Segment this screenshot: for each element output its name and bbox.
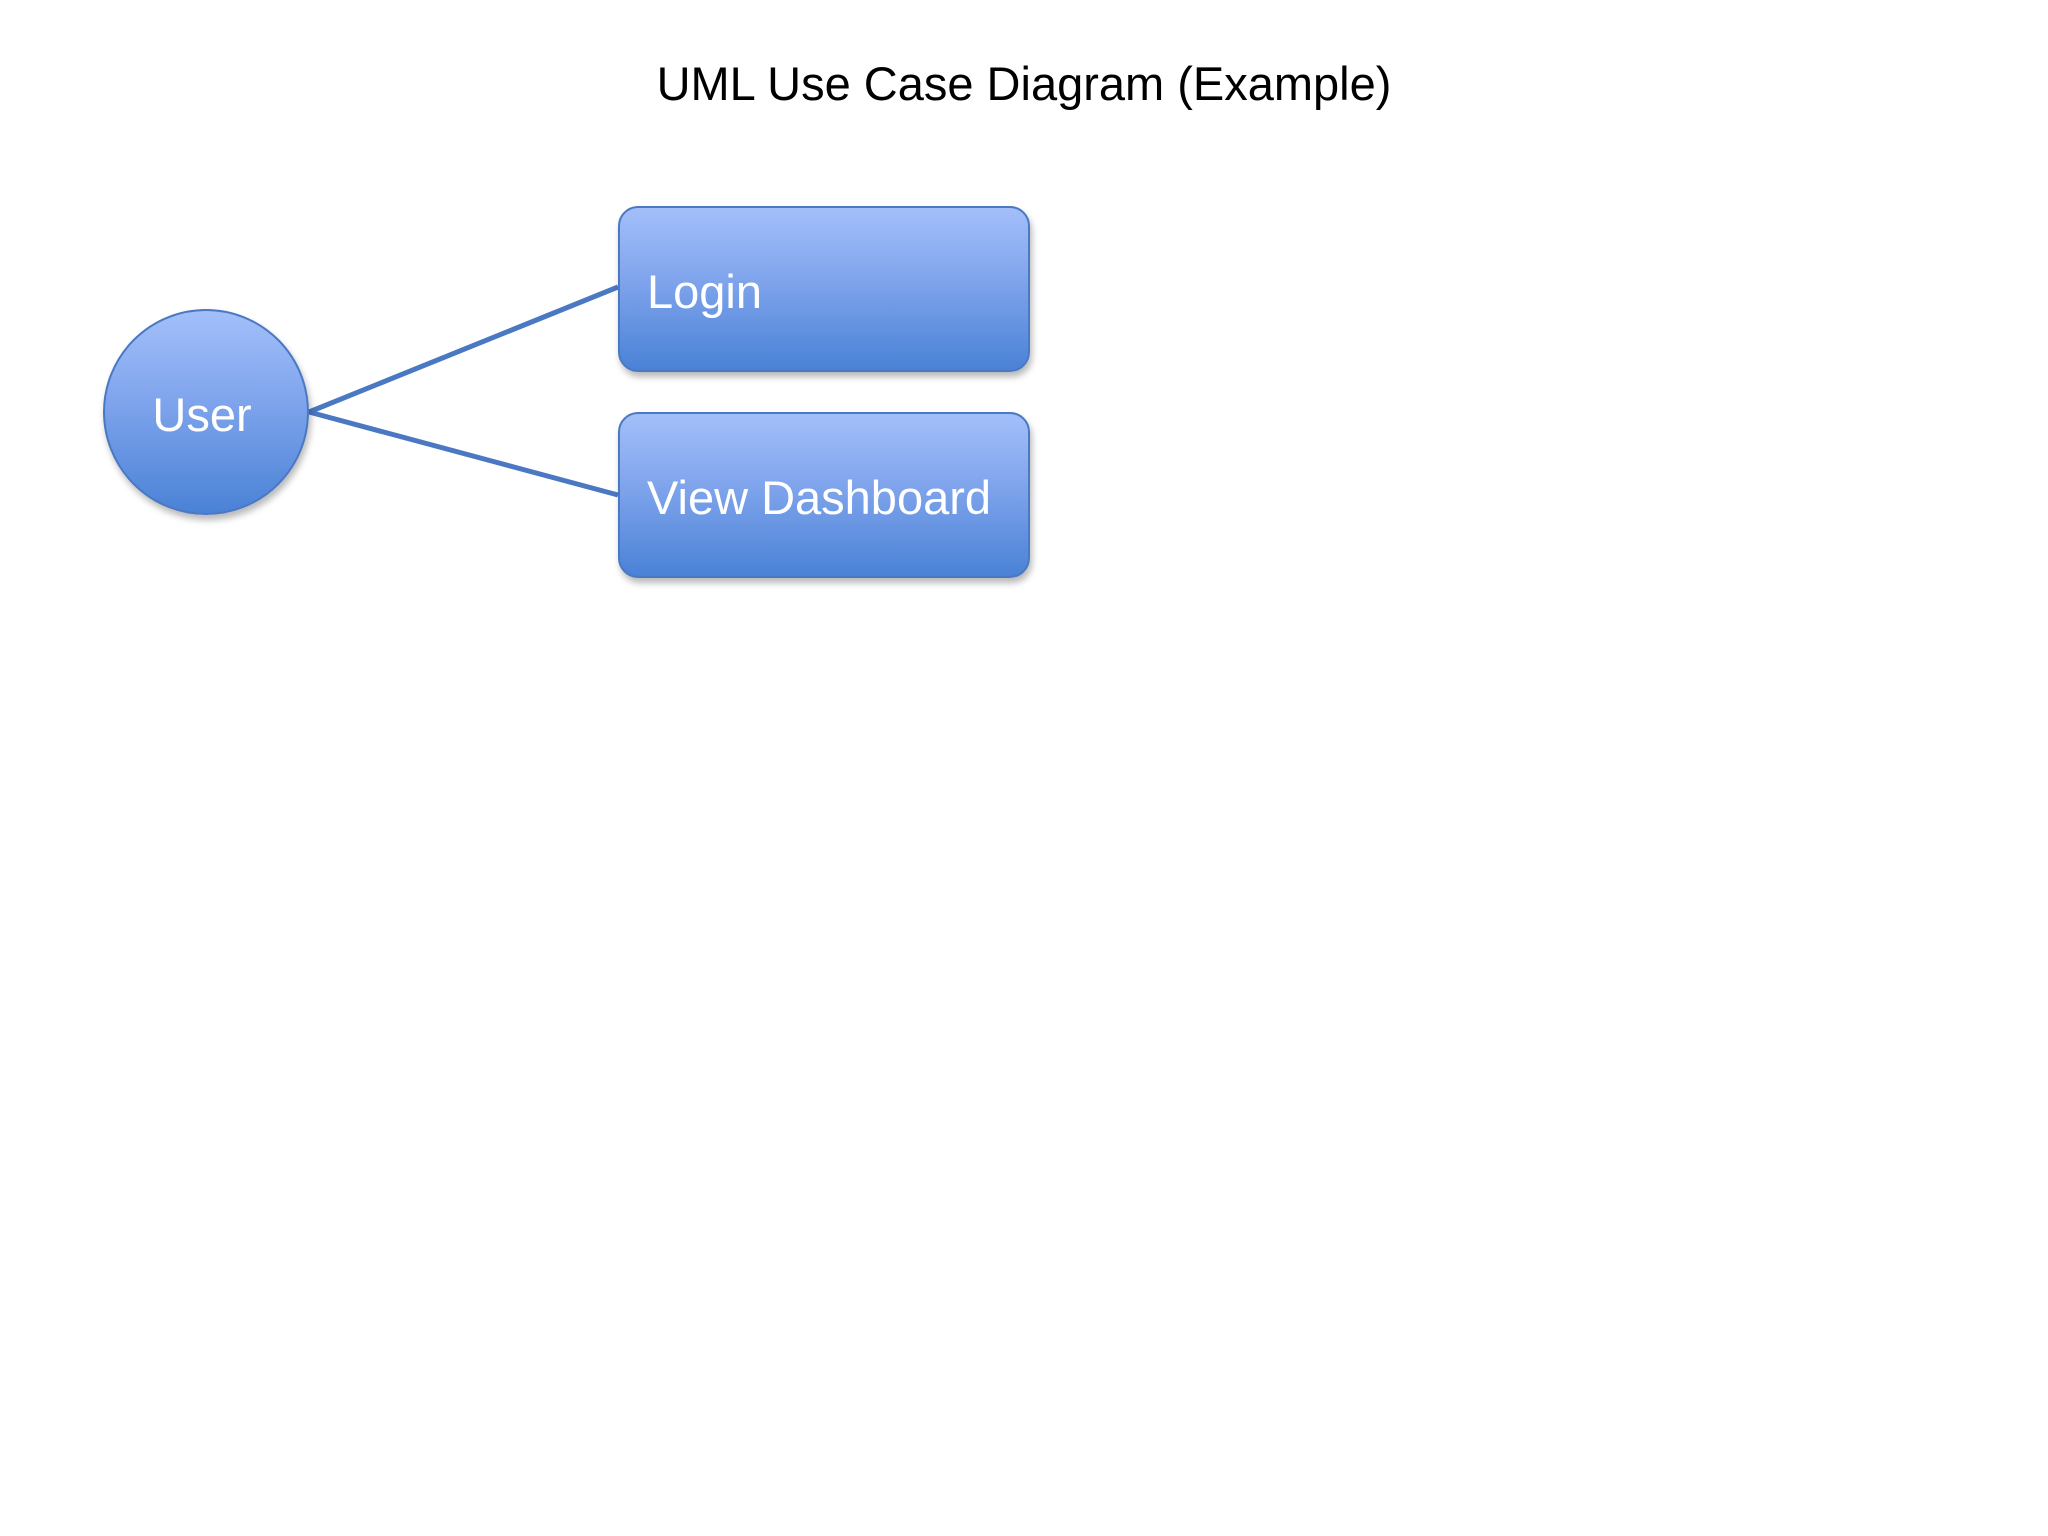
association-line-login bbox=[308, 284, 619, 415]
use-case-login[interactable]: Login bbox=[618, 206, 1030, 372]
use-case-label: Login bbox=[647, 265, 762, 318]
diagram-title: UML Use Case Diagram (Example) bbox=[656, 57, 1392, 110]
actor-user[interactable]: User bbox=[103, 309, 309, 515]
use-case-view-dashboard[interactable]: View Dashboard bbox=[618, 412, 1030, 578]
use-case-label: View Dashboard bbox=[647, 471, 992, 524]
association-line-view-dashboard bbox=[308, 409, 619, 498]
actor-label: User bbox=[152, 388, 252, 441]
